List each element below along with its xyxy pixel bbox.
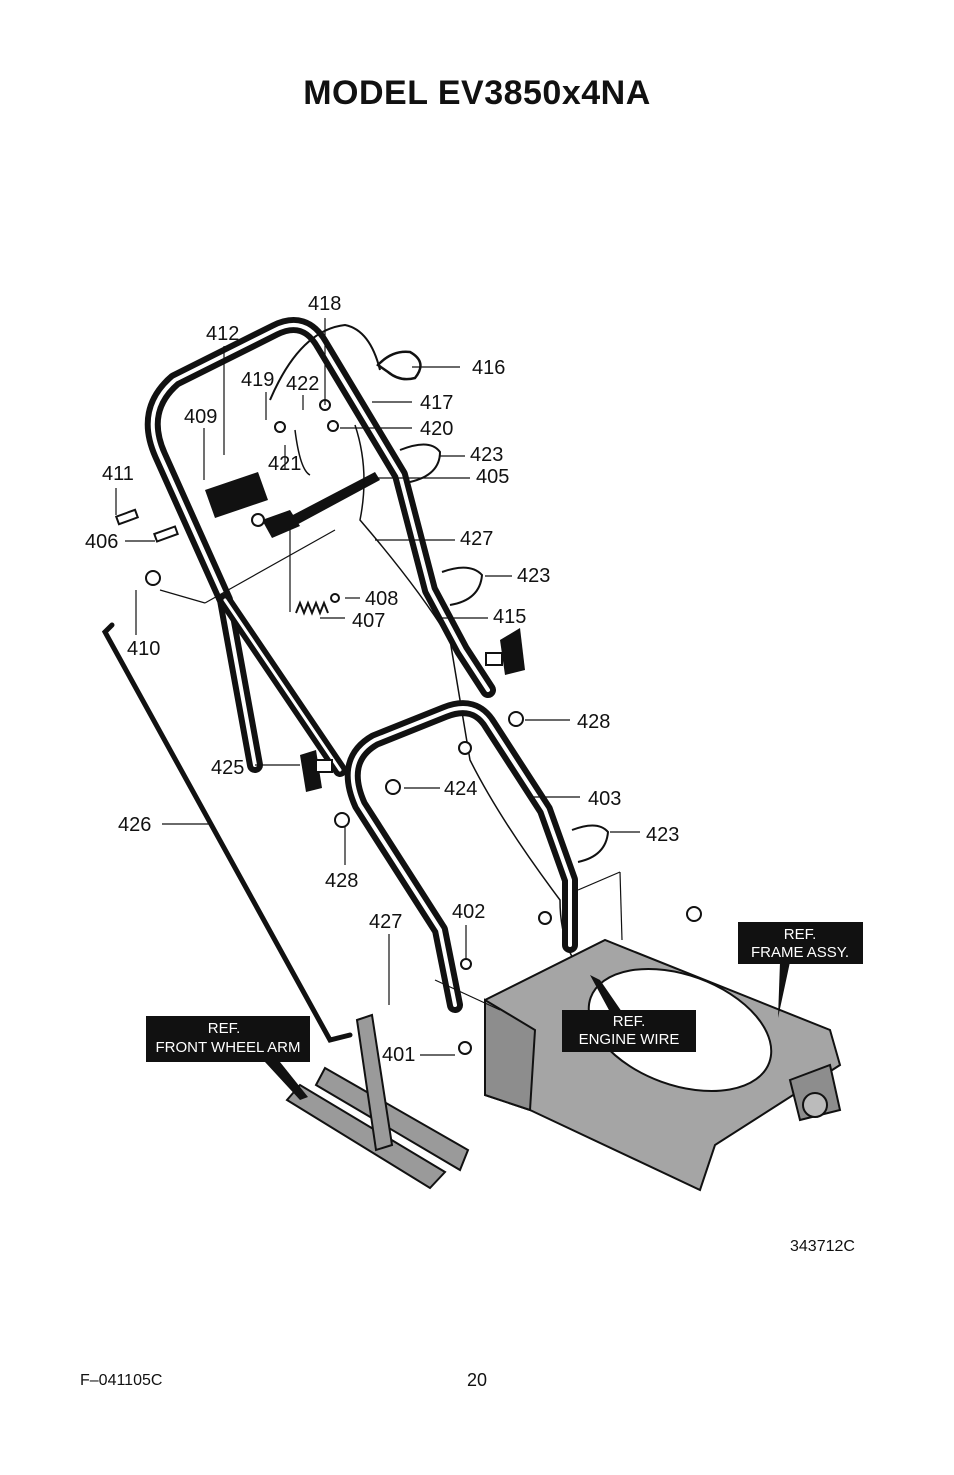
callout-415: 415: [493, 606, 526, 628]
upper-handle: [144, 317, 496, 777]
callout-427b: 427: [369, 911, 402, 933]
callout-423b: 423: [517, 565, 550, 587]
callout-419: 419: [241, 369, 274, 391]
callout-416: 416: [472, 357, 505, 379]
callout-423c: 423: [646, 824, 679, 846]
callout-401: 401: [382, 1044, 415, 1066]
spring: [295, 593, 340, 616]
callout-424: 424: [444, 778, 477, 800]
document-code: F–041105C: [80, 1372, 163, 1389]
svg-text:FRAME ASSY.: FRAME ASSY.: [751, 944, 849, 961]
svg-text:ENGINE WIRE: ENGINE WIRE: [579, 1031, 680, 1048]
svg-text:REF.: REF.: [784, 926, 817, 943]
callout-423a: 423: [470, 444, 503, 466]
callout-402: 402: [452, 901, 485, 923]
ref-frame-assy: REF. FRAME ASSY.: [738, 922, 863, 964]
ref-front-wheel-arm: REF. FRONT WHEEL ARM: [146, 1016, 310, 1062]
callout-410: 410: [127, 638, 160, 660]
callout-408: 408: [365, 588, 398, 610]
knob-415: [485, 628, 525, 675]
page-title: MODEL EV3850x4NA: [303, 74, 651, 112]
callout-405: 405: [476, 466, 509, 488]
callout-422: 422: [286, 373, 319, 395]
svg-text:FRONT WHEEL ARM: FRONT WHEEL ARM: [155, 1039, 300, 1056]
callout-406: 406: [85, 531, 118, 553]
callout-425: 425: [211, 757, 244, 779]
svg-text:REF.: REF.: [208, 1020, 241, 1037]
knob-425: [300, 750, 333, 792]
callout-417: 417: [420, 392, 453, 414]
front-wheel-arm: [285, 1013, 470, 1190]
leader-lines: [115, 318, 640, 1056]
cable-ties: [399, 443, 610, 863]
callout-426: 426: [118, 814, 151, 836]
callout-427a: 427: [460, 528, 493, 550]
ref-engine-wire: REF. ENGINE WIRE: [562, 1010, 696, 1052]
drawing-number: 343712C: [790, 1238, 855, 1255]
callout-428a: 428: [577, 711, 610, 733]
callout-409: 409: [184, 406, 217, 428]
callout-412: 412: [206, 323, 239, 345]
lower-handle: [344, 700, 578, 1013]
callout-428b: 428: [325, 870, 358, 892]
callout-421: 421: [268, 453, 301, 475]
callout-418: 418: [308, 293, 341, 315]
ref-pointers: [265, 962, 790, 1100]
cross-brace: [262, 472, 380, 538]
fasteners: [114, 399, 702, 1055]
callout-407: 407: [352, 610, 385, 632]
callout-403: 403: [588, 788, 621, 810]
callout-411: 411: [102, 463, 134, 485]
part-callouts: 418 412 416 419 422 417 409 420 421 423 …: [85, 293, 679, 1066]
rod-426: [101, 622, 353, 1043]
bracket-409: [205, 472, 268, 518]
frame-assembly: [484, 938, 842, 1192]
page-number: 20: [466, 1370, 488, 1390]
callout-420: 420: [420, 418, 453, 440]
svg-text:REF.: REF.: [613, 1013, 646, 1030]
